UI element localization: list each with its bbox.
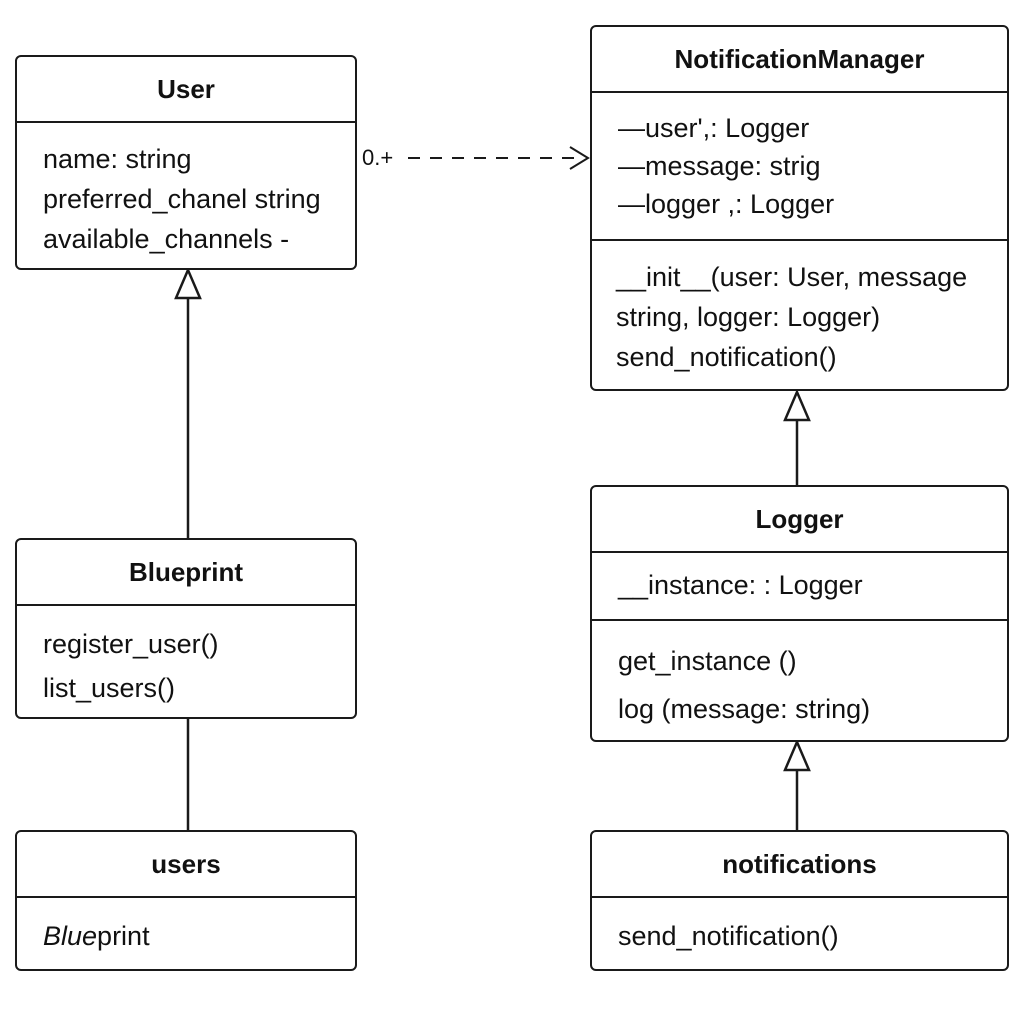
attribute-row: —logger ,: Logger (618, 189, 835, 219)
method-row: log (message: string) (618, 694, 871, 724)
class-name-user: User (17, 57, 355, 123)
attributes-users: Blueprint (17, 898, 355, 968)
attribute-row: preferred_chanel string (43, 184, 321, 214)
method-row: list_users() (43, 673, 176, 703)
methods-logger: get_instance () log (message: string) (592, 621, 1007, 733)
class-user[interactable]: User name: string preferred_chanel strin… (15, 55, 357, 270)
class-name-notifications: notifications (592, 832, 1007, 898)
attributes-logger: __instance: : Logger (592, 553, 1007, 621)
attributes-user: name: string preferred_chanel string ava… (17, 123, 355, 259)
generalization-arrowhead-logger (783, 738, 811, 772)
class-name-notification-manager: NotificationManager (592, 27, 1007, 93)
attribute-row: —user',: Logger (618, 113, 810, 143)
attribute-regular-text: print (97, 921, 150, 951)
class-users[interactable]: users Blueprint (15, 830, 357, 971)
class-name-logger: Logger (592, 487, 1007, 553)
attribute-row: __instance: : Logger (618, 570, 863, 600)
attributes-notification-manager: —user',: Logger —message: strig —logger … (592, 93, 1007, 241)
multiplicity-label: 0.+ (362, 145, 394, 170)
class-name-users: users (17, 832, 355, 898)
method-row: send_notification() (616, 342, 837, 372)
class-notification-manager[interactable]: NotificationManager —user',: Logger —mes… (590, 25, 1009, 391)
class-logger[interactable]: Logger __instance: : Logger get_instance… (590, 485, 1009, 742)
class-notifications[interactable]: notifications send_notification() (590, 830, 1009, 971)
attribute-row: name: string (43, 144, 192, 174)
generalization-arrowhead-manager (783, 388, 811, 422)
methods-notification-manager: __init__(user: User, message string, log… (592, 241, 1007, 377)
attribute-row: Blueprint (43, 904, 355, 968)
methods-blueprint: register_user() list_users() (17, 606, 355, 710)
class-name-blueprint: Blueprint (17, 540, 355, 606)
generalization-arrowhead-user (174, 266, 202, 300)
method-row: string, logger: Logger) (616, 302, 881, 332)
class-blueprint[interactable]: Blueprint register_user() list_users() (15, 538, 357, 719)
method-row: send_notification() (618, 921, 839, 951)
methods-notifications: send_notification() (592, 898, 1007, 968)
method-row: get_instance () (618, 646, 797, 676)
method-row: register_user() (43, 629, 219, 659)
attribute-row: available_channels - (43, 224, 290, 254)
attribute-italic-text: Blue (43, 921, 98, 951)
attribute-row: —message: strig (618, 151, 821, 181)
dependency-arrowhead-manager (569, 146, 590, 170)
method-row: __init__(user: User, message (616, 262, 968, 292)
